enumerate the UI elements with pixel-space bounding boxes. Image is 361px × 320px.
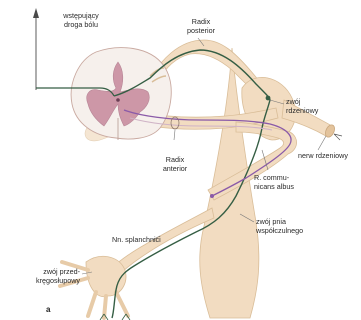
label-radix-anterior: Radix anterior (150, 156, 200, 173)
label-spinal-nerve: nerw rdzeniowy (298, 152, 358, 161)
central-canal (116, 98, 120, 102)
label-spinal-ganglion: zwój rdzeniowy (286, 98, 336, 115)
trunk-synapse-dot (210, 194, 214, 198)
label-r-communicans-albus: R. commu- nicans albus (254, 174, 314, 191)
leader-radix-anterior (174, 130, 175, 140)
prevertebral-ganglion-body (86, 256, 126, 296)
ascending-pathway-arrowhead (33, 8, 39, 18)
label-nn-splanchnici: Nn. splanchnici (112, 236, 176, 245)
label-prevertebral-ganglion: zwój przed- kręgosłupowy (14, 268, 80, 285)
label-radix-posterior: Radix posterior (176, 18, 226, 35)
label-sympathetic-trunk-ganglion: zwój pnia współczulnego (256, 218, 316, 235)
spinal-nerve-end-fork (334, 134, 342, 140)
ganglion-cell-dot (266, 96, 271, 101)
label-ascending-pain-pathway: wstępujący droga bólu (52, 12, 110, 29)
leader-spinal-nerve (318, 136, 326, 150)
panel-letter: a (46, 306, 56, 315)
